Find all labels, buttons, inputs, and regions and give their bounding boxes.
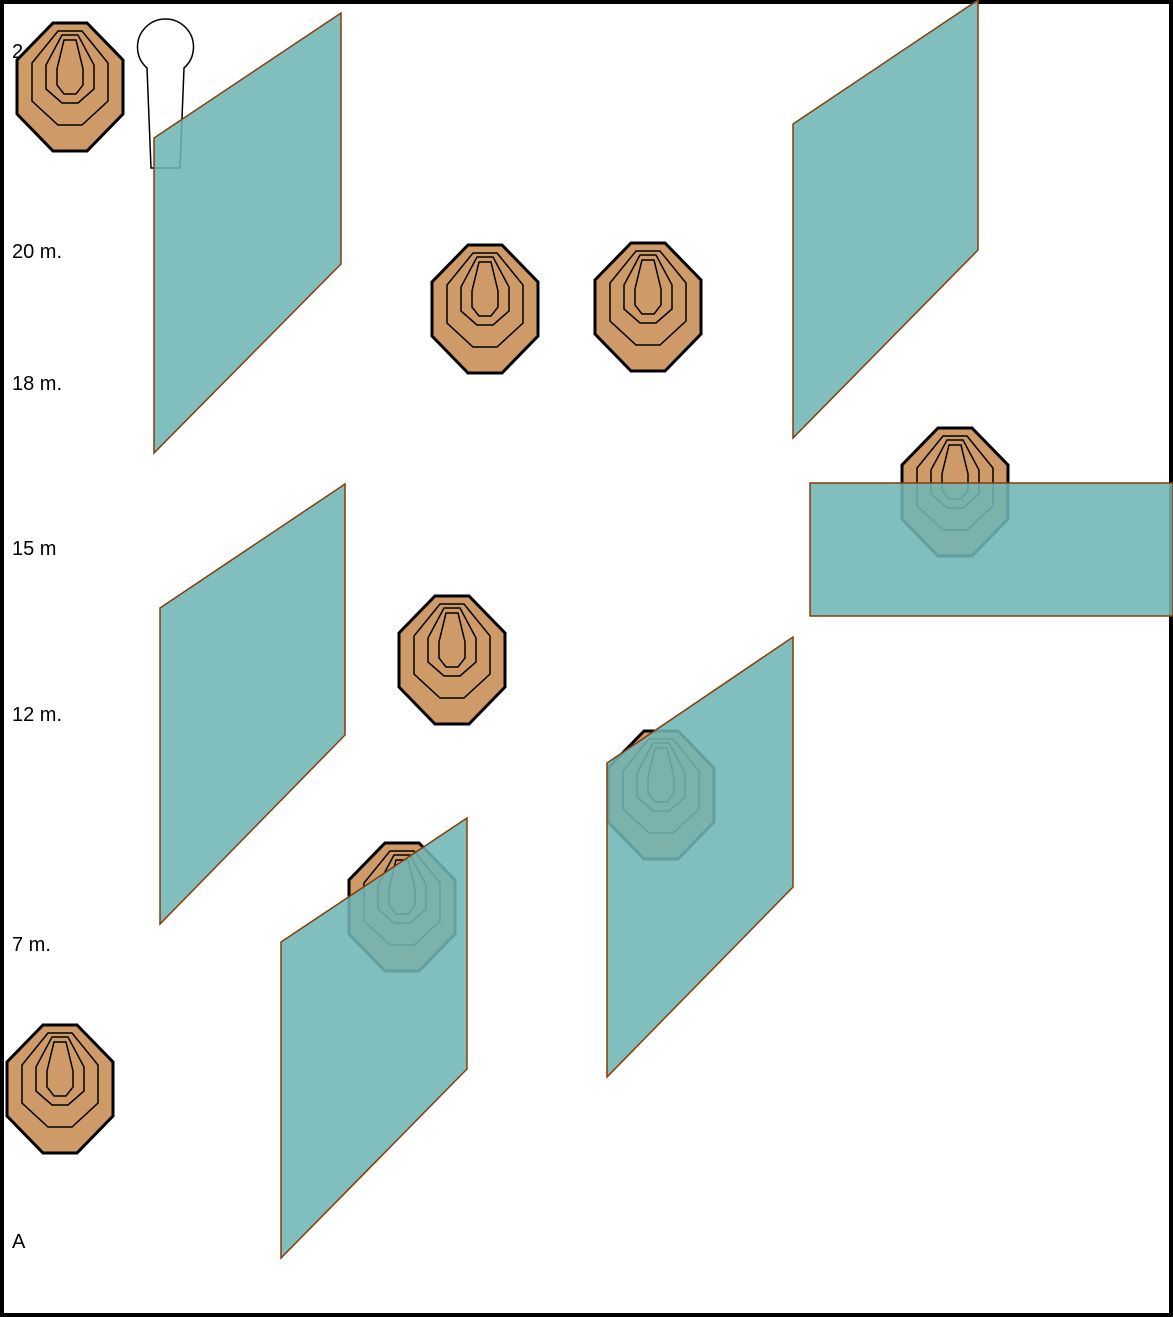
paper-target-near-left [7,1025,113,1153]
distance-label-7m: 7 m. [12,934,51,956]
barrier-panel-center [607,637,793,1077]
distance-label-12m: 12 m. [12,704,62,726]
distance-label-15m: 15 m [12,538,56,560]
paper-target-20m-right [595,243,701,371]
paper-target-top-left [17,23,123,151]
barrier-panel-top-right [793,0,978,438]
barrier-panel-right-horizontal [810,483,1173,616]
distance-label-20m: 20 m. [12,241,62,263]
barrier-walls [154,0,1173,1258]
paper-target-20m-left [432,245,538,373]
barrier-panel-mid-left [160,484,345,924]
paper-target-12m [399,596,505,724]
distance-label-18m: 18 m. [12,373,62,395]
barrier-panel-bottom-left [281,818,467,1258]
start-position-label: A [12,1231,26,1253]
